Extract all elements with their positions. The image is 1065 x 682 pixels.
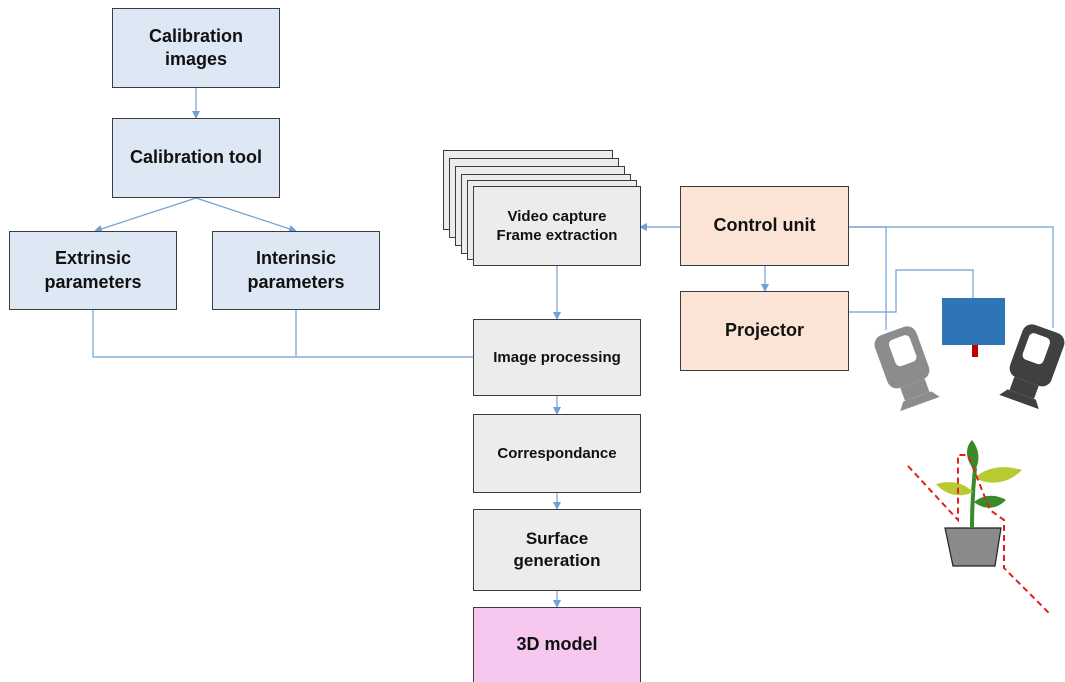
control-unit-box: Control unit — [680, 186, 849, 266]
surface-generation-box: Surface generation — [473, 509, 641, 591]
intrinsic-parameters-box: Interinsic parameters — [212, 231, 380, 310]
camera-right-icon — [999, 324, 1065, 410]
projector-device-icon — [942, 298, 1005, 357]
calibration-tool-box: Calibration tool — [112, 118, 280, 198]
arrow-tool-to-intrinsic — [195, 197, 297, 233]
3d-model-box: 3D model — [473, 607, 641, 682]
line-control-to-right-camera — [849, 226, 1054, 328]
line-projector-to-device — [849, 269, 974, 313]
extrinsic-parameters-box: Extrinsic parameters — [9, 231, 177, 310]
video-capture-box: Video capture Frame extraction — [473, 186, 641, 266]
plant-pot-icon — [936, 440, 1022, 567]
line-extrinsic-to-processing — [92, 310, 473, 358]
correspondance-box: Correspondance — [473, 414, 641, 493]
camera-left-icon — [874, 326, 940, 412]
laser-line-marks — [907, 454, 1051, 615]
line-control-to-left-camera — [849, 226, 887, 330]
arrow-tool-to-extrinsic — [94, 197, 197, 233]
projector-box: Projector — [680, 291, 849, 371]
image-processing-box: Image processing — [473, 319, 641, 396]
calibration-images-box: Calibration images — [112, 8, 280, 88]
